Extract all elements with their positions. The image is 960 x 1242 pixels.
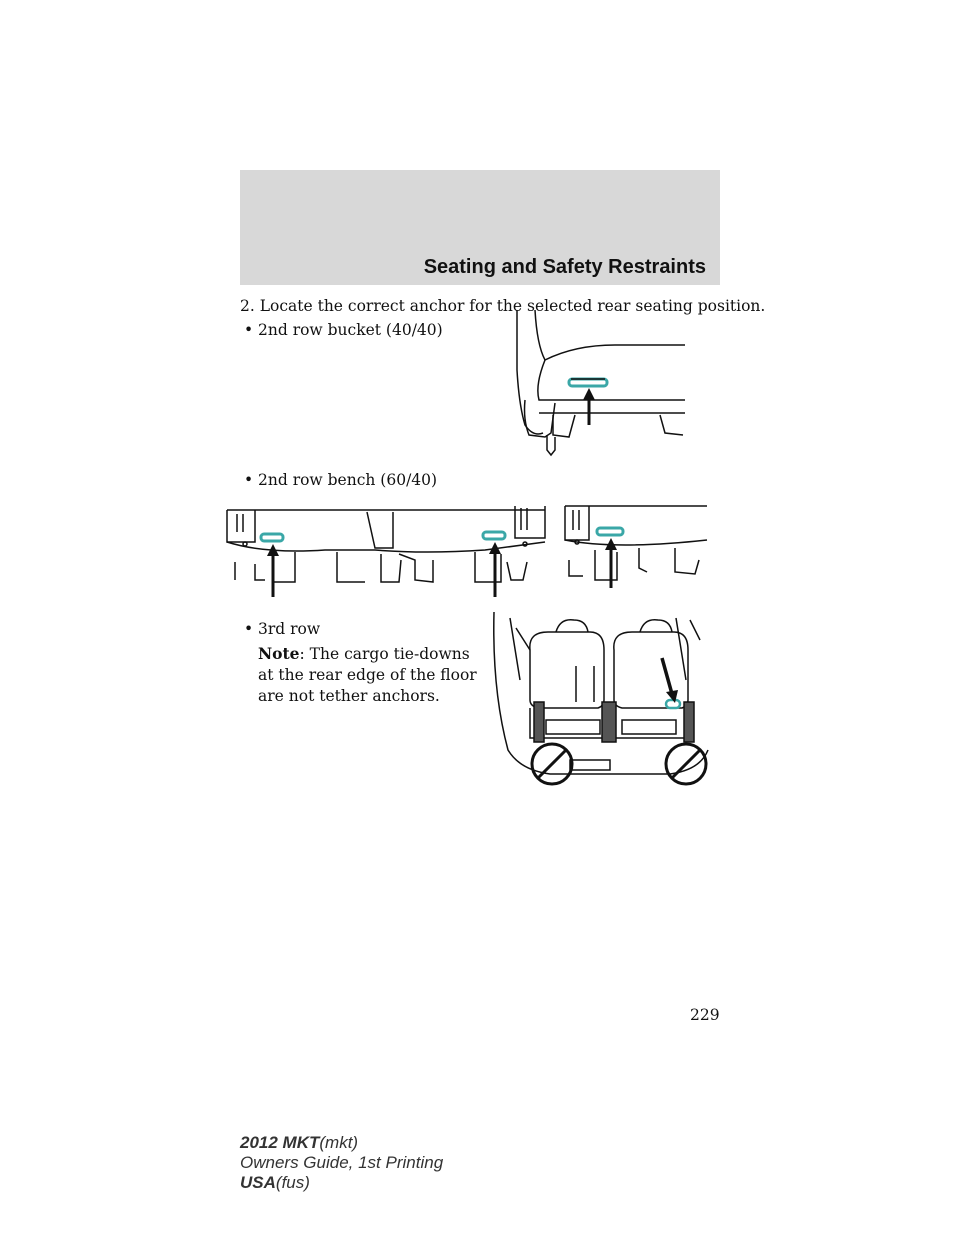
bullet-dot: • bbox=[244, 321, 254, 339]
note-text: : The cargo tie-downs at the rear edge o… bbox=[258, 645, 477, 705]
header-band: Seating and Safety Restraints bbox=[240, 170, 720, 285]
bucket-seat-illustration bbox=[516, 309, 685, 457]
bullet-label: 2nd row bucket (40/40) bbox=[258, 321, 443, 339]
bullet-bench: •2nd row bench (60/40) bbox=[244, 470, 437, 491]
bullet-dot: • bbox=[244, 471, 254, 489]
bench-section-illustration bbox=[564, 505, 708, 588]
section-title: Seating and Safety Restraints bbox=[423, 256, 706, 278]
bullet-bucket: •2nd row bucket (40/40) bbox=[244, 320, 443, 341]
print-footer: 2012 MKT(mkt) Owners Guide, 1st Printing… bbox=[240, 1133, 443, 1193]
footer-line-edition: Owners Guide, 1st Printing bbox=[240, 1153, 444, 1172]
footer-market: USA bbox=[240, 1173, 276, 1192]
footer-model: 2012 MKT bbox=[240, 1133, 320, 1152]
footer-line-model: 2012 MKT(mkt) bbox=[240, 1133, 443, 1153]
step-instruction: 2. Locate the correct anchor for the sel… bbox=[240, 297, 766, 315]
footer-market-code: (fus) bbox=[275, 1173, 310, 1192]
bullet-dot: • bbox=[244, 620, 254, 638]
bench-seat-illustration bbox=[226, 506, 546, 597]
note-paragraph: Note: The cargo tie-downs at the rear ed… bbox=[258, 643, 488, 707]
footer-line-market: USA(fus) bbox=[240, 1173, 443, 1193]
footer-model-code: (mkt) bbox=[319, 1133, 359, 1152]
note-label: Note bbox=[258, 644, 300, 663]
page-number: 229 bbox=[690, 1006, 720, 1024]
bullet-third-row: •3rd row bbox=[244, 619, 320, 640]
bullet-label: 2nd row bench (60/40) bbox=[258, 471, 438, 489]
bullet-label: 3rd row bbox=[258, 620, 321, 638]
third-row-illustration bbox=[493, 611, 709, 786]
